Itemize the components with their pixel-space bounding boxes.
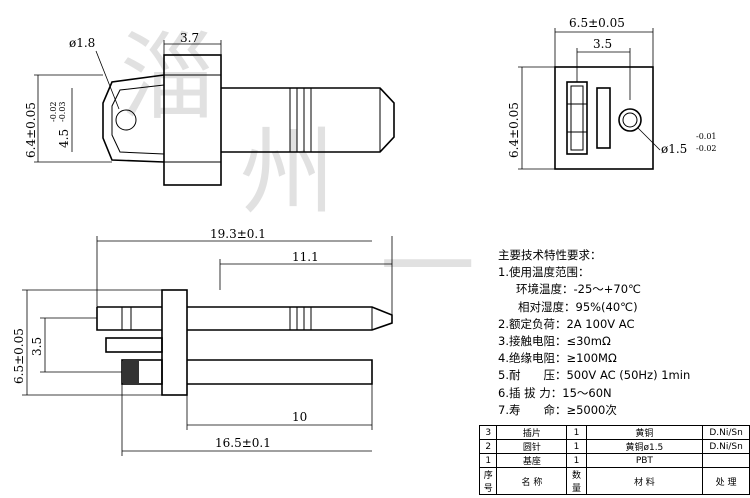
bill-of-materials: 3 插片 1 黄铜 D.Ni/Sn 2 圆针 1 黄铜ø1.5 D.Ni/Sn … bbox=[478, 425, 750, 495]
bom-header-cell: 数量 bbox=[566, 467, 587, 495]
dim-pin-tol-lower: -0.03 bbox=[58, 101, 67, 122]
dim-pin-dia: ø1.5 bbox=[661, 142, 687, 156]
note-line: 4.绝缘电阻：≥100MΩ bbox=[498, 351, 617, 366]
top-cap bbox=[102, 74, 165, 163]
side-middle-blade bbox=[105, 337, 163, 353]
dim-left-height: 6.4±0.05 bbox=[24, 102, 38, 158]
dim-lower-pin: 10 bbox=[292, 410, 307, 424]
dim-front-height: 6.4±0.05 bbox=[507, 102, 521, 158]
table-row: 3 插片 1 黄铜 D.Ni/Sn bbox=[478, 425, 750, 440]
front-slot bbox=[566, 81, 588, 155]
dim-side-height: 6.5±0.05 bbox=[12, 328, 26, 384]
side-view: 19.3±0.1 11.1 6.5±0.05 3.5 10 16.5±0.1 bbox=[12, 227, 393, 456]
bom-cell: 1 bbox=[566, 453, 587, 468]
side-housing bbox=[161, 289, 188, 396]
bom-header-cell: 处 理 bbox=[702, 467, 750, 495]
dim-pin-tol-upper: -0.02 bbox=[49, 101, 58, 122]
dim-overall-length: 19.3±0.1 bbox=[210, 227, 266, 241]
bom-cell: 1 bbox=[478, 453, 498, 468]
note-line: 2.额定负荷：2A 100V AC bbox=[498, 316, 635, 331]
front-blade bbox=[596, 87, 611, 149]
dim-front-width: 6.5±0.05 bbox=[569, 16, 625, 30]
note-line: 环境温度：-25～+70℃ bbox=[516, 282, 641, 297]
dim-pin-dia-tol-upper: -0.01 bbox=[696, 132, 717, 141]
bom-header-cell: 序号 bbox=[478, 467, 498, 495]
notes-title: 主要技术特性要求： bbox=[498, 248, 602, 262]
table-row: 2 圆针 1 黄铜ø1.5 D.Ni/Sn bbox=[478, 439, 750, 454]
technical-notes: 主要技术特性要求： 1.使用温度范围： 环境温度：-25～+70℃ 相对湿度：9… bbox=[498, 247, 748, 419]
bom-cell: D.Ni/Sn bbox=[702, 439, 750, 454]
front-housing bbox=[554, 66, 654, 170]
note-line: 1.使用温度范围： bbox=[498, 265, 590, 280]
dim-pin-length: 11.1 bbox=[292, 250, 319, 264]
bom-cell: 黄铜 bbox=[585, 425, 704, 440]
side-lower-pin bbox=[187, 359, 373, 385]
bom-cell: 黄铜ø1.5 bbox=[585, 439, 704, 454]
dim-side-inner: 3.5 bbox=[30, 337, 44, 356]
top-view: ø1.8 3.7 6.4±0.05 4.5 -0.02 -0.03 bbox=[24, 31, 395, 186]
table-header-row: 序号 名 称 数量 材 料 处 理 bbox=[478, 467, 750, 495]
bom-header-cell: 材 料 bbox=[585, 467, 704, 495]
table-row: 1 基座 1 PBT bbox=[478, 453, 750, 468]
side-upper-pin bbox=[187, 306, 393, 331]
note-line: 相对湿度：95%(40℃) bbox=[518, 299, 638, 314]
bom-cell: 1 bbox=[566, 439, 587, 454]
note-line: 5.耐 压：500V AC (50Hz) 1min bbox=[498, 368, 691, 383]
note-line: 6.插 拔 力：15～60N bbox=[498, 385, 612, 400]
bom-cell: 插片 bbox=[496, 425, 568, 440]
front-pin-circle bbox=[618, 108, 642, 132]
dim-hole-dia: ø1.8 bbox=[69, 36, 95, 50]
watermark-char-1: 淄 bbox=[120, 23, 215, 133]
note-line: 7.寿 命：≥5000次 bbox=[498, 402, 617, 417]
dim-front-inner: 3.5 bbox=[593, 37, 612, 51]
bom-cell: 圆针 bbox=[496, 439, 568, 454]
side-hatch bbox=[123, 361, 139, 383]
dim-lower-overall: 16.5±0.1 bbox=[215, 436, 271, 450]
note-line: 3.接触电阻：≤30mΩ bbox=[498, 334, 611, 349]
top-hole bbox=[115, 109, 137, 131]
bom-cell: D.Ni/Sn bbox=[702, 425, 750, 440]
bom-cell: 1 bbox=[566, 425, 587, 440]
watermark-char-2: 州 bbox=[240, 118, 335, 228]
watermark: 淄 州 一 bbox=[120, 23, 475, 323]
bom-cell: PBT bbox=[585, 453, 704, 468]
top-pin bbox=[221, 87, 395, 153]
watermark-char-3: 一 bbox=[380, 213, 475, 323]
bom-cell: 基座 bbox=[496, 453, 568, 468]
bom-cell: 3 bbox=[478, 425, 498, 440]
bom-cell: 2 bbox=[478, 439, 498, 454]
front-view: 6.5±0.05 3.5 6.4±0.05 ø1.5 -0.01 -0.02 bbox=[507, 16, 717, 170]
top-housing bbox=[163, 54, 222, 186]
dim-pin-height: 4.5 bbox=[57, 129, 71, 148]
bom-cell bbox=[702, 453, 750, 468]
bom-header-cell: 名 称 bbox=[496, 467, 568, 495]
dim-pin-dia-tol-lower: -0.02 bbox=[696, 144, 717, 153]
dim-top-width: 3.7 bbox=[180, 31, 199, 45]
